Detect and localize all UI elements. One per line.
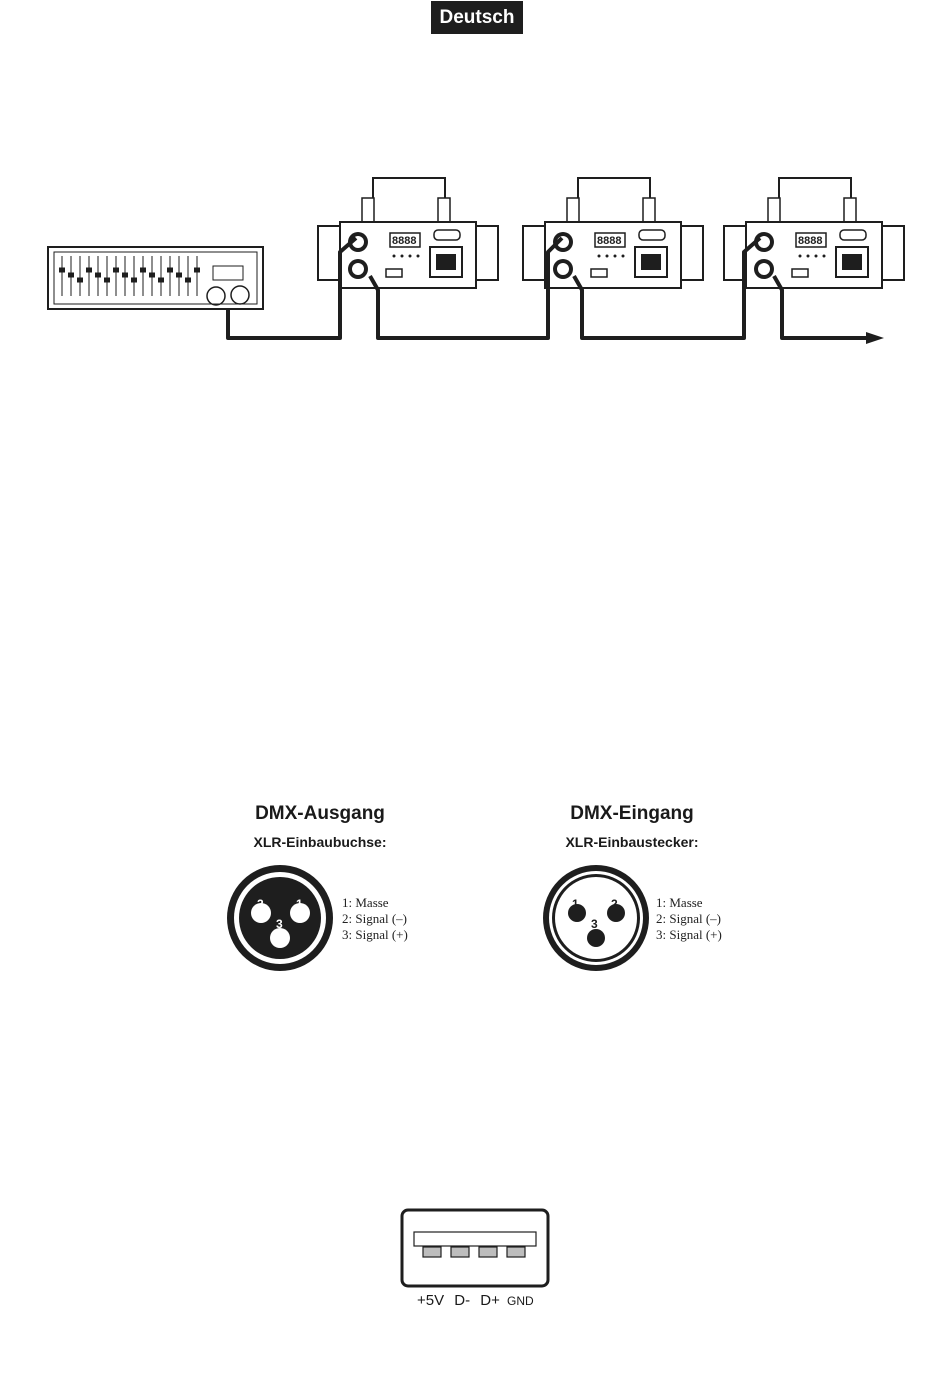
usb-pin-labels: +5V D- D+ GND: [417, 1292, 540, 1309]
xlr-socket-icon: 2 1 3: [224, 862, 336, 974]
pin-label: 1: [296, 897, 303, 911]
fader-knob: [96, 273, 101, 277]
pin-description: 2: Signal (–): [342, 911, 408, 927]
pin-description: 3: Signal (+): [656, 927, 722, 943]
fixture-3: [724, 178, 904, 288]
fader-knob: [87, 268, 92, 272]
fixture-1: [318, 178, 498, 288]
arrow-right-icon: [866, 332, 884, 344]
fader-knob: [177, 273, 182, 277]
pin-label: 3: [591, 917, 598, 931]
dmx-input-pin-list: 1: Masse 2: Signal (–) 3: Signal (+): [656, 895, 722, 943]
fader-knob: [123, 273, 128, 277]
dmx-wiring-diagram: 8888: [0, 160, 950, 520]
usb-pin-label: D-: [454, 1292, 470, 1309]
fader-knob: [168, 268, 173, 272]
usb-port-icon: [400, 1208, 550, 1288]
fader-knob: [69, 273, 74, 277]
fader-knob: [150, 273, 155, 277]
dmx-output-pin-list: 1: Masse 2: Signal (–) 3: Signal (+): [342, 895, 408, 943]
fader-knob: [195, 268, 200, 272]
dmx-input-subtitle: XLR-Einbaustecker:: [532, 834, 732, 850]
pin-description: 3: Signal (+): [342, 927, 408, 943]
pin-description: 1: Masse: [342, 895, 408, 911]
pin-label: 2: [611, 897, 618, 911]
fader-knob: [78, 278, 83, 282]
pin-description: 2: Signal (–): [656, 911, 722, 927]
fader-knob: [132, 278, 137, 282]
dmx-output-title: DMX-Ausgang: [220, 803, 420, 825]
fader-knob: [141, 268, 146, 272]
fader-knob: [159, 278, 164, 282]
pin-label: 3: [276, 917, 283, 931]
fader-knob: [105, 278, 110, 282]
dmx-controller: [48, 247, 263, 309]
pin-description: 1: Masse: [656, 895, 722, 911]
fader-knob: [186, 278, 191, 282]
usb-pin-label: +5V: [417, 1292, 444, 1309]
usb-pin-label: D+: [480, 1292, 500, 1309]
dmx-input-title: DMX-Eingang: [532, 803, 732, 825]
xlr-plug-icon: 1 2 3: [540, 862, 652, 974]
pin-label: 1: [572, 897, 579, 911]
fader-knob: [114, 268, 119, 272]
usb-pin-label: GND: [507, 1294, 534, 1308]
pin-label: 2: [257, 897, 264, 911]
language-badge: Deutsch: [431, 1, 523, 34]
dmx-output-subtitle: XLR-Einbaubuchse:: [220, 834, 420, 850]
fader-knob: [60, 268, 65, 272]
